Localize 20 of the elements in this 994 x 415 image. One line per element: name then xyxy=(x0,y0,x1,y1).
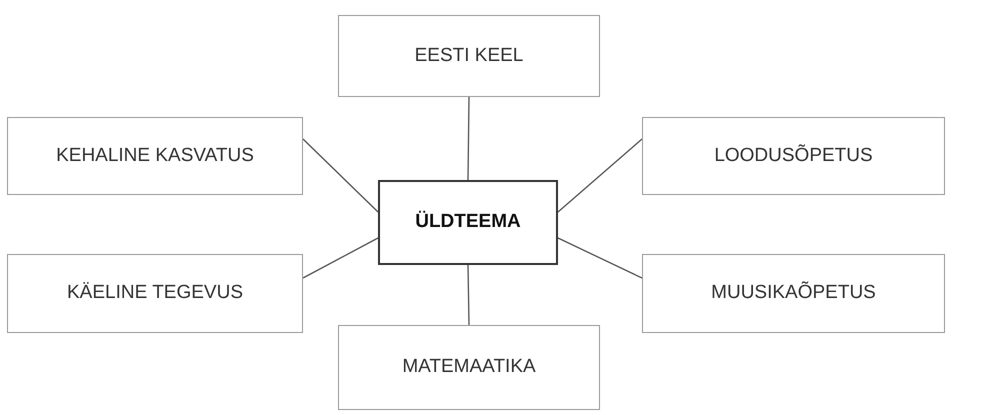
subject-box xyxy=(642,254,945,333)
box-label: LOODUSÕPETUS xyxy=(714,143,873,168)
box-label: EESTI KEEL xyxy=(414,44,524,68)
box-label: ÜLDTEEMA xyxy=(415,210,521,234)
box-label: KEHALINE KASVATUS xyxy=(56,144,254,168)
box-label: MATEMAATIKA xyxy=(402,355,536,380)
subject-box xyxy=(7,254,303,333)
connector-line xyxy=(558,138,642,212)
connector-line xyxy=(302,237,378,279)
connector-line xyxy=(558,237,642,279)
box-label: KÄELINE TEGEVUS xyxy=(67,281,243,306)
connector-line xyxy=(467,264,470,326)
subject-box xyxy=(7,117,303,195)
connector-line xyxy=(467,97,470,180)
subject-box xyxy=(642,117,945,195)
subject-box xyxy=(338,325,600,410)
box-label: MUUSIKAÕPETUS xyxy=(711,280,876,306)
subject-box xyxy=(338,15,600,97)
connector-line xyxy=(302,138,378,212)
central-topic-box xyxy=(378,180,558,265)
